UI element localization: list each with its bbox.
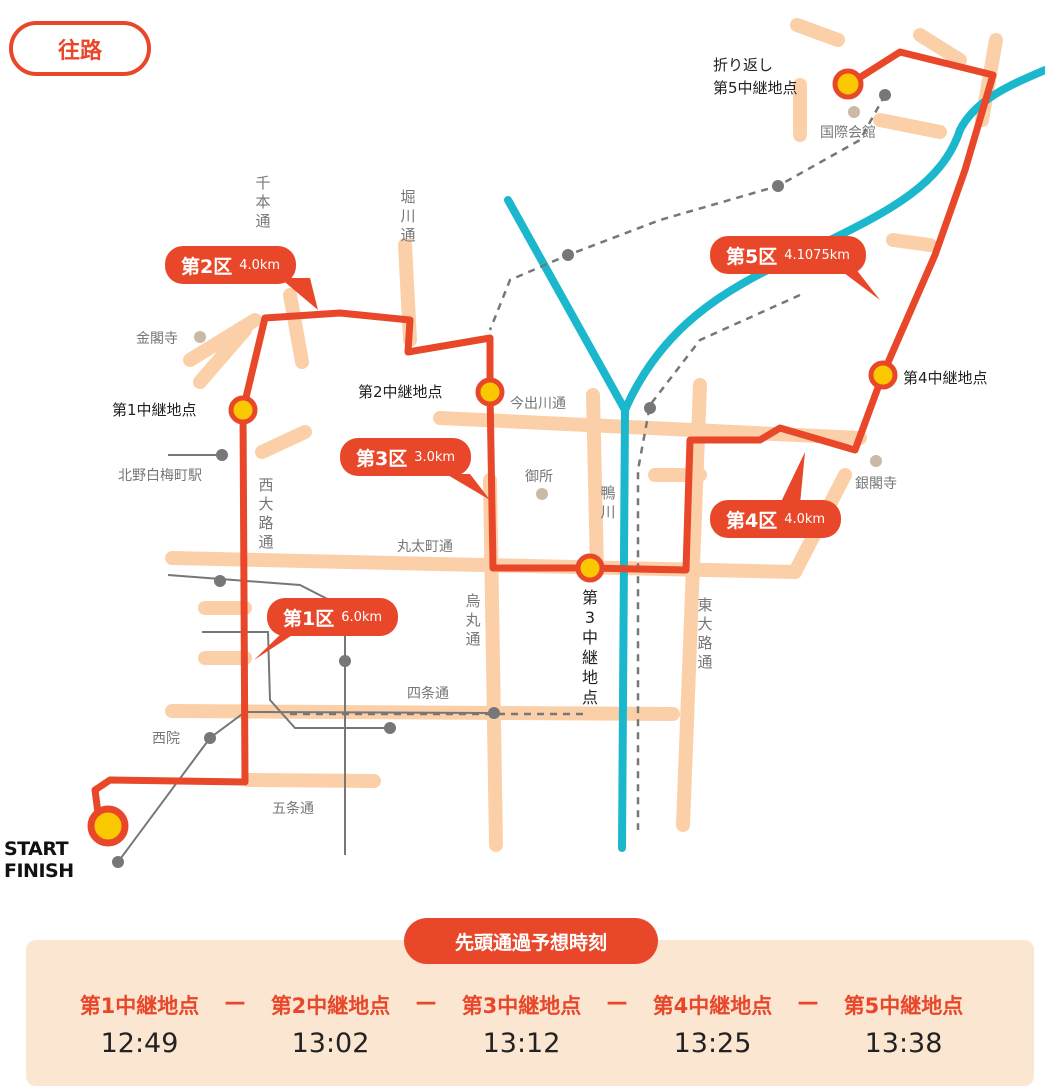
section-name: 第4区 [726, 509, 778, 532]
schedule-point: 第1中継地点 [79, 994, 200, 1018]
relay-marker-2 [475, 377, 505, 407]
relay-marker-4 [868, 360, 898, 390]
section-distance: 4.1075km [784, 247, 850, 263]
section-name: 第3区 [356, 447, 408, 470]
schedule-item: 第3中継地点 13:12 [444, 990, 599, 1059]
street-horikawa: 堀川通 [400, 188, 416, 244]
schedule-time: 13:12 [482, 1028, 561, 1059]
schedule-item: 第1中継地点 12:49 [62, 990, 217, 1059]
schedule-separator: — [797, 990, 819, 1014]
relay-label-2: 第2中継地点 [358, 383, 443, 401]
landmark-saiin: 西院 [152, 731, 180, 747]
relay-marker-3 [575, 553, 605, 583]
schedule-time: 13:25 [673, 1028, 752, 1059]
relay-label-3: 第3中継地点 [582, 588, 599, 707]
finish-label: FINISH [4, 860, 74, 882]
street-shijo: 四条通 [407, 686, 449, 702]
section-distance: 3.0km [414, 449, 456, 465]
schedule-point: 第4中継地点 [652, 994, 773, 1018]
section-name: 第1区 [283, 607, 335, 630]
relay-markers [87, 68, 898, 847]
relay-label-4: 第4中継地点 [903, 369, 988, 387]
landmark-dots [194, 106, 882, 500]
section-badge-2: 第2区 4.0km [165, 246, 297, 284]
schedule-panel [26, 940, 1034, 1086]
section-badge-3: 第3区 3.0km [340, 438, 472, 476]
section-name: 第2区 [181, 255, 233, 278]
section-distance: 4.0km [239, 257, 281, 273]
schedule-time: 13:38 [864, 1028, 943, 1059]
relay-label-5-turn: 折り返し [713, 56, 774, 74]
schedule-item: 第5中継地点 13:38 [826, 990, 981, 1059]
start-label: START [4, 838, 69, 860]
schedule-item: 第4中継地点 13:25 [635, 990, 790, 1059]
street-senbon: 千本通 [255, 174, 271, 230]
schedule-separator: — [606, 990, 628, 1014]
landmark-kitano-station: 北野白梅町駅 [118, 468, 202, 484]
section-distance: 6.0km [341, 609, 383, 625]
schedule-title: 先頭通過予想時刻 [404, 918, 658, 964]
street-higashioji: 東大路通 [697, 596, 713, 671]
schedule-point: 第3中継地点 [461, 994, 582, 1018]
start-finish-label: START FINISH [4, 838, 74, 882]
schedule-item: 第2中継地点 13:02 [253, 990, 408, 1059]
street-kamogawa: 鴨川 [600, 484, 616, 521]
section-distance: 4.0km [784, 511, 826, 527]
direction-label: 往路 [9, 21, 151, 76]
schedule-point: 第2中継地点 [270, 994, 391, 1018]
street-nishioji: 西大路通 [258, 476, 274, 551]
schedule-time: 12:49 [100, 1028, 179, 1059]
station-dots [112, 89, 891, 868]
start-finish-marker [87, 805, 129, 847]
street-imadegawa: 今出川通 [510, 396, 566, 412]
schedule-time: 13:02 [291, 1028, 370, 1059]
landmark-kinkakuji: 金閣寺 [136, 331, 178, 347]
section-badge-1: 第1区 6.0km [267, 598, 399, 636]
section-badge-4: 第4区 4.0km [710, 500, 842, 538]
street-gojo: 五条通 [272, 801, 314, 817]
section-name: 第5区 [726, 245, 778, 268]
relay-marker-1 [228, 395, 258, 425]
landmark-kokusai: 国際会館 [820, 125, 876, 141]
landmark-gosho: 御所 [525, 469, 553, 485]
road-network [165, 18, 1003, 852]
street-karasuma: 烏丸通 [465, 592, 481, 648]
relay-label-5: 第5中継地点 [713, 79, 798, 97]
relay-marker-5 [832, 68, 864, 100]
relay-label-1: 第1中継地点 [112, 401, 197, 419]
schedule-point: 第5中継地点 [843, 994, 964, 1018]
rail-dashed [290, 94, 887, 830]
section-badge-5: 第5区 4.1075km [710, 236, 866, 274]
course-route [91, 48, 997, 832]
landmark-ginkakuji: 銀閣寺 [855, 476, 897, 492]
schedule-separator: — [224, 990, 246, 1014]
schedule-separator: — [415, 990, 437, 1014]
street-marutamachi: 丸太町通 [397, 539, 453, 555]
